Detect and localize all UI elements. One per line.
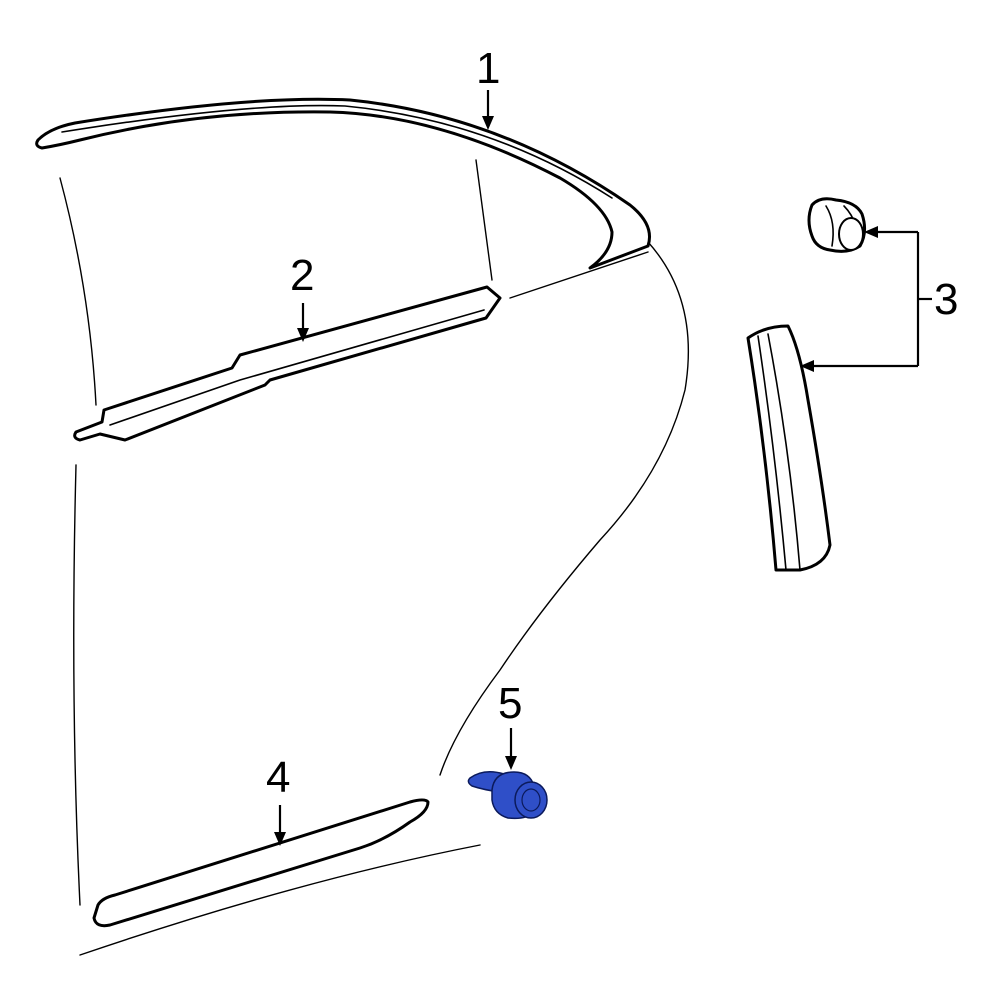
- door-outline: [59, 159, 690, 956]
- callout-1: 1: [476, 44, 500, 93]
- callout-5: 5: [498, 679, 522, 728]
- callout-arrows: [274, 90, 932, 846]
- part-3-pillar-garnish: [746, 324, 832, 572]
- part-3-clip: [807, 197, 867, 253]
- callout-3: 3: [934, 275, 958, 324]
- part-5-clip: [467, 771, 548, 820]
- part-4-lower-moulding: [92, 798, 430, 928]
- callout-2: 2: [290, 251, 314, 300]
- part-2-belt-moulding: [73, 285, 502, 442]
- callout-4: 4: [266, 753, 290, 802]
- part-1-window-moulding: [35, 97, 651, 270]
